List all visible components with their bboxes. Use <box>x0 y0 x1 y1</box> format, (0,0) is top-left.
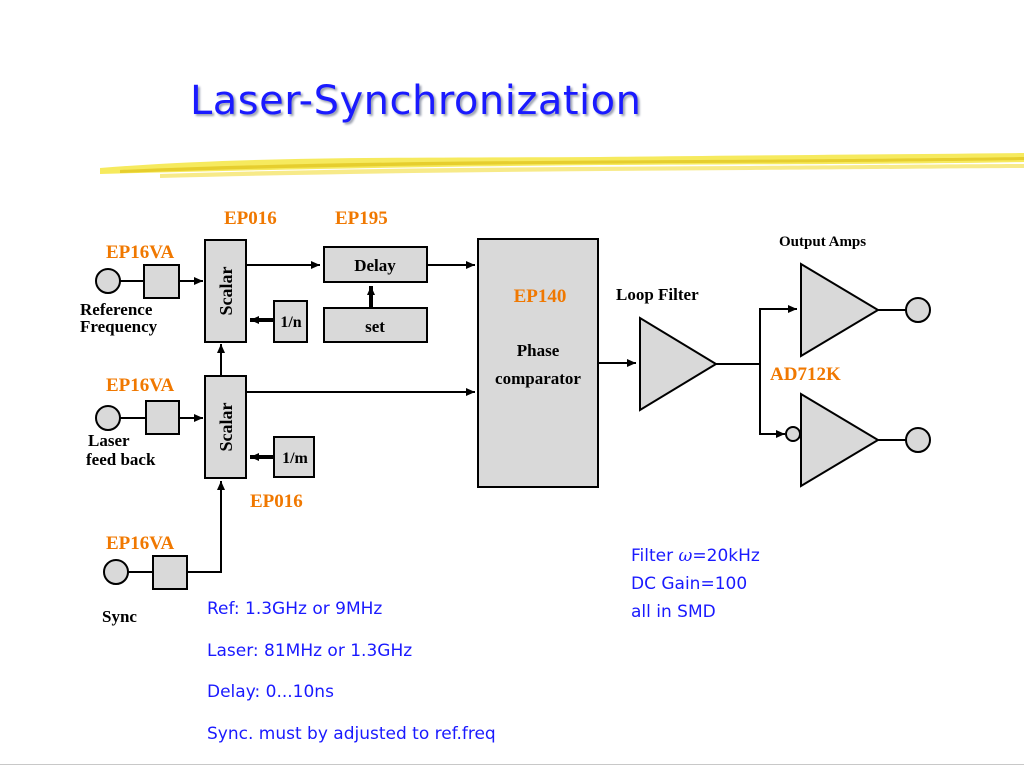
filter-prefix: Filter <box>631 546 679 566</box>
delay-box <box>323 246 428 283</box>
laser-label-line1: Laser <box>88 431 130 450</box>
spec-note: Delay: 0...10ns <box>207 682 334 702</box>
divider-n-box <box>273 300 308 343</box>
laser-input-circle <box>95 405 121 431</box>
scalar-label-top: Scalar <box>216 266 236 315</box>
output-amps-label: Output Amps <box>779 234 866 250</box>
phase-label-line1: Phase <box>517 341 560 360</box>
chip-label-ep016-bottom: EP016 <box>250 491 303 512</box>
chip-label-ep016-top: EP016 <box>224 208 277 229</box>
scalar-label-bottom: Scalar <box>216 402 236 451</box>
highlighter-stroke <box>100 153 1024 178</box>
filter-value: =20kHz <box>692 546 760 566</box>
inverting-input-circle <box>785 426 801 442</box>
slide-bottom-divider <box>0 764 1024 765</box>
chip-label-ad712k: AD712K <box>770 364 841 385</box>
spec-note: Sync. must by adjusted to ref.freq <box>207 723 496 744</box>
sync-input-circle <box>103 559 129 585</box>
set-box <box>323 307 428 343</box>
output-circle-top <box>905 297 931 323</box>
filter-note: Filter ω=20kHz <box>631 544 760 572</box>
buffer-box-sync <box>152 555 188 590</box>
scalar-box-top <box>204 239 247 343</box>
spec-notes-list: Ref: 1.3GHz or 9MHz Laser: 81MHz or 1.3G… <box>207 598 496 764</box>
divider-n-label: 1/n <box>280 314 301 331</box>
output-amp-top <box>800 262 880 358</box>
divider-m-label: 1/m <box>282 450 308 467</box>
output-circle-bottom <box>905 427 931 453</box>
phase-label-line2: comparator <box>495 369 581 388</box>
delay-label: Delay <box>354 256 396 275</box>
smd-note: all in SMD <box>631 602 716 622</box>
chip-label-ep16va-laser: EP16VA <box>106 375 175 396</box>
laser-label-line2: feed back <box>86 450 156 469</box>
loop-filter-label: Loop Filter <box>616 285 699 304</box>
spec-note: Ref: 1.3GHz or 9MHz <box>207 599 383 619</box>
chip-label-ep195: EP195 <box>335 208 388 229</box>
set-label: set <box>365 317 385 336</box>
phase-comparator-box <box>477 238 599 488</box>
dc-gain-note: DC Gain=100 <box>631 574 748 594</box>
buffer-box-laser <box>145 400 180 435</box>
page-title: Laser-Synchronization <box>190 78 642 124</box>
spec-note: Laser: 81MHz or 1.3GHz <box>207 640 413 661</box>
output-amp-bottom <box>800 392 880 488</box>
reference-input-circle <box>95 268 121 294</box>
loop-filter-amplifier <box>639 316 718 412</box>
reference-label-line1: Reference <box>80 300 153 319</box>
buffer-box-reference <box>143 264 180 299</box>
scalar-box-bottom <box>204 375 247 479</box>
sync-label: Sync <box>102 607 137 626</box>
reference-label-line2: Frequency <box>80 317 158 336</box>
omega-symbol: ω <box>678 546 693 566</box>
chip-label-ep140: EP140 <box>514 286 567 307</box>
chip-label-ep16va-reference: EP16VA <box>106 242 175 263</box>
chip-label-ep16va-sync: EP16VA <box>106 533 175 554</box>
filter-notes-list: Filter ω=20kHz DC Gain=100 all in SMD <box>631 544 760 628</box>
